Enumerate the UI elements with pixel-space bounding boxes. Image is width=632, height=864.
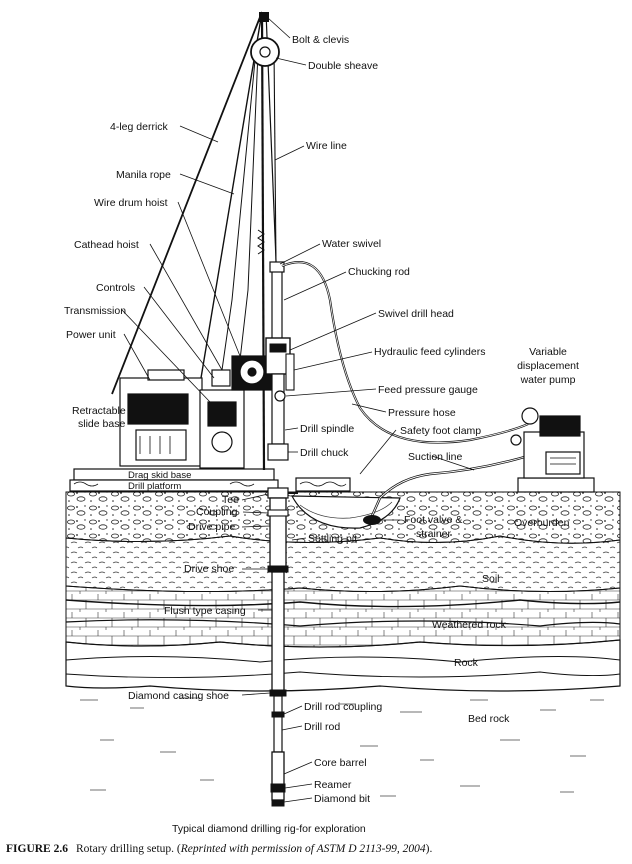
label-drive-pipe: Drive pipe bbox=[188, 521, 235, 533]
label-settling-pit: Settling pit bbox=[308, 533, 357, 545]
figure-number: FIGURE 2.6 bbox=[6, 843, 68, 855]
drill-chuck bbox=[267, 443, 289, 461]
label-drill-spindle: Drill spindle bbox=[300, 423, 354, 435]
drive-shoe bbox=[267, 565, 289, 573]
label-drag-skid-base: Drag skid base bbox=[128, 470, 191, 481]
label-water-swivel: Water swivel bbox=[322, 238, 381, 250]
label-reamer: Reamer bbox=[314, 779, 352, 791]
drill-rod-coupling bbox=[271, 711, 285, 718]
label-variable-pump-1: Variable bbox=[529, 346, 567, 358]
label-suction-line: Suction line bbox=[408, 451, 462, 463]
label-wire-line: Wire line bbox=[306, 140, 347, 152]
leader-lines bbox=[121, 17, 475, 803]
drill-string bbox=[265, 261, 298, 807]
diamond-casing-shoe bbox=[269, 689, 287, 697]
caption-text: Rotary drilling setup. ( bbox=[75, 843, 181, 855]
tee bbox=[267, 487, 289, 499]
label-coupling: Coupling bbox=[196, 506, 238, 518]
label-rock: Rock bbox=[454, 657, 479, 669]
label-power-unit: Power unit bbox=[66, 329, 116, 341]
reamer bbox=[270, 783, 286, 793]
label-tee: Tee bbox=[222, 494, 239, 506]
label-drill-rod: Drill rod bbox=[304, 721, 340, 733]
hydraulic-feed-cylinders bbox=[285, 353, 295, 391]
feed-pressure-gauge bbox=[274, 390, 286, 402]
label-drive-shoe: Drive shoe bbox=[184, 563, 234, 575]
label-foot-valve-2: strainer bbox=[416, 528, 452, 540]
label-core-barrel: Core barrel bbox=[314, 757, 367, 769]
label-weathered-rock: Weathered rock bbox=[432, 619, 507, 631]
weathered-rock-layer bbox=[65, 585, 621, 648]
label-double-sheave: Double sheave bbox=[308, 60, 378, 72]
label-four-leg-derrick: 4-leg derrick bbox=[110, 121, 169, 133]
flush-type-casing bbox=[271, 571, 285, 693]
drill-rod bbox=[273, 695, 283, 753]
water-swivel bbox=[269, 261, 285, 273]
strata bbox=[65, 491, 621, 797]
label-variable-pump-2: displacement bbox=[517, 360, 579, 372]
foot-valve bbox=[363, 515, 381, 525]
rock-layer bbox=[65, 639, 621, 692]
label-safety-foot-clamp: Safety foot clamp bbox=[400, 425, 481, 437]
drill-spindle bbox=[271, 373, 285, 445]
label-bolt-clevis: Bolt & clevis bbox=[292, 34, 349, 46]
label-wire-drum-hoist: Wire drum hoist bbox=[94, 197, 168, 209]
label-feed-pressure-gauge: Feed pressure gauge bbox=[378, 384, 478, 396]
labels: Bolt & clevis Double sheave 4-leg derric… bbox=[64, 34, 579, 835]
label-drill-rod-coupling: Drill rod coupling bbox=[304, 701, 382, 713]
label-hydraulic-feed-cylinders: Hydraulic feed cylinders bbox=[374, 346, 485, 358]
drill-platform bbox=[69, 479, 279, 492]
label-swivel-drill-head: Swivel drill head bbox=[378, 308, 454, 320]
caption-citation: Reprinted with permission of ASTM D 2113… bbox=[180, 843, 426, 855]
label-transmission: Transmission bbox=[64, 305, 126, 317]
drive-pipe bbox=[269, 497, 287, 569]
label-diamond-casing-shoe: Diamond casing shoe bbox=[128, 690, 229, 702]
drill-platform-group bbox=[69, 468, 351, 492]
label-drill-chuck: Drill chuck bbox=[300, 447, 349, 459]
diagram-subtitle: Typical diamond drilling rig-for explora… bbox=[172, 823, 366, 835]
label-retractable-2: slide base bbox=[78, 418, 125, 430]
caption-close: ). bbox=[425, 843, 433, 855]
label-foot-valve-1: Foot valve & bbox=[404, 514, 462, 526]
label-variable-pump-3: water pump bbox=[520, 374, 576, 386]
diamond-bit bbox=[271, 799, 285, 807]
bolt-and-clevis bbox=[259, 12, 269, 22]
wire-line bbox=[273, 47, 277, 267]
label-pressure-hose: Pressure hose bbox=[388, 407, 456, 419]
label-diamond-bit: Diamond bit bbox=[314, 793, 370, 805]
power-unit bbox=[119, 369, 203, 467]
double-sheave bbox=[250, 12, 280, 67]
bed-rock-layer bbox=[80, 697, 604, 797]
label-flush-type-casing: Flush type casing bbox=[164, 605, 246, 617]
label-drill-platform: Drill platform bbox=[128, 481, 181, 492]
derrick bbox=[111, 11, 281, 471]
wire-drum-line bbox=[239, 51, 259, 361]
label-overburden: Overburden bbox=[514, 517, 570, 529]
figure-caption: FIGURE 2.6 Rotary drilling setup. (Reprin… bbox=[6, 843, 628, 855]
coupling bbox=[267, 509, 289, 517]
label-retractable-1: Retractable bbox=[72, 405, 126, 417]
manila-rope bbox=[221, 49, 257, 371]
transmission bbox=[199, 389, 245, 469]
label-manila-rope: Manila rope bbox=[116, 169, 171, 181]
label-controls: Controls bbox=[96, 282, 135, 294]
water-pump bbox=[510, 407, 595, 493]
label-cathead-hoist: Cathead hoist bbox=[74, 239, 139, 251]
drum-hoist bbox=[211, 355, 273, 391]
core-barrel bbox=[271, 751, 285, 801]
label-chucking-rod: Chucking rod bbox=[348, 266, 410, 278]
label-soil: Soil bbox=[482, 573, 500, 585]
label-bed-rock: Bed rock bbox=[468, 713, 510, 725]
